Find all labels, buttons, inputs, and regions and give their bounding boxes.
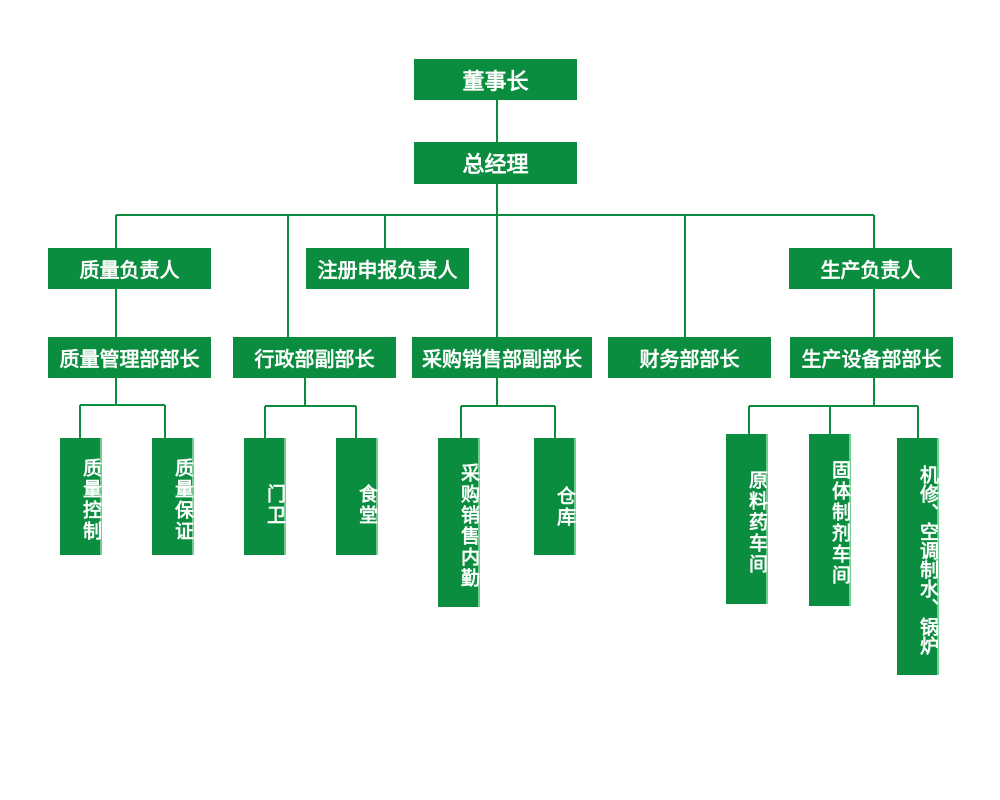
node-maintenance-hvac-boiler-label: 机修、空调制水、锅炉 [917, 464, 939, 655]
node-quality-assurance: 质量保证 [152, 438, 194, 555]
node-production-equipment-dept-label: 生产设备部部长 [801, 347, 942, 371]
node-chairman: 董事长 [414, 59, 577, 100]
node-purchase-sales-internal-label: 采购销售内勤 [458, 462, 480, 589]
node-general-manager: 总经理 [414, 142, 577, 184]
node-admin-deputy: 行政部副部长 [233, 337, 396, 378]
node-quality-mgmt-dept: 质量管理部部长 [48, 337, 211, 378]
node-warehouse-label: 仓库 [554, 485, 576, 528]
node-purchase-sales-internal: 采购销售内勤 [438, 438, 480, 607]
node-finance-dept-label: 财务部部长 [639, 347, 740, 371]
node-raw-material-workshop: 原料药车间 [726, 434, 768, 604]
node-quality-assurance-label: 质量保证 [172, 457, 194, 542]
node-solid-preparation-workshop: 固体制剂车间 [809, 434, 851, 606]
node-production-equipment-dept: 生产设备部部长 [790, 337, 953, 378]
node-chairman-label: 董事长 [462, 69, 529, 95]
node-quality-control: 质量控制 [60, 438, 102, 555]
node-purchase-sales-deputy: 采购销售部副部长 [412, 337, 592, 378]
node-quality-mgmt-dept-label: 质量管理部部长 [59, 347, 200, 371]
node-solid-preparation-workshop-label: 固体制剂车间 [829, 460, 851, 586]
node-quality-control-label: 质量控制 [80, 457, 102, 542]
node-raw-material-workshop-label: 原料药车间 [746, 469, 768, 575]
node-quality-head-label: 质量负责人 [79, 258, 180, 282]
node-canteen-label: 食堂 [356, 483, 378, 526]
node-production-head: 生产负责人 [789, 248, 952, 289]
node-guard-label: 门卫 [264, 483, 286, 526]
node-admin-deputy-label: 行政部副部长 [254, 347, 375, 371]
node-registration-head-label: 注册申报负责人 [317, 258, 458, 282]
node-purchase-sales-deputy-label: 采购销售部副部长 [422, 347, 582, 371]
node-maintenance-hvac-boiler: 机修、空调制水、锅炉 [897, 438, 939, 675]
node-registration-head: 注册申报负责人 [306, 248, 469, 289]
node-canteen: 食堂 [336, 438, 378, 555]
node-quality-head: 质量负责人 [48, 248, 211, 289]
node-finance-dept: 财务部部长 [608, 337, 771, 378]
node-guard: 门卫 [244, 438, 286, 555]
node-warehouse: 仓库 [534, 438, 576, 555]
node-general-manager-label: 总经理 [462, 153, 529, 178]
node-production-head-label: 生产负责人 [820, 258, 921, 282]
